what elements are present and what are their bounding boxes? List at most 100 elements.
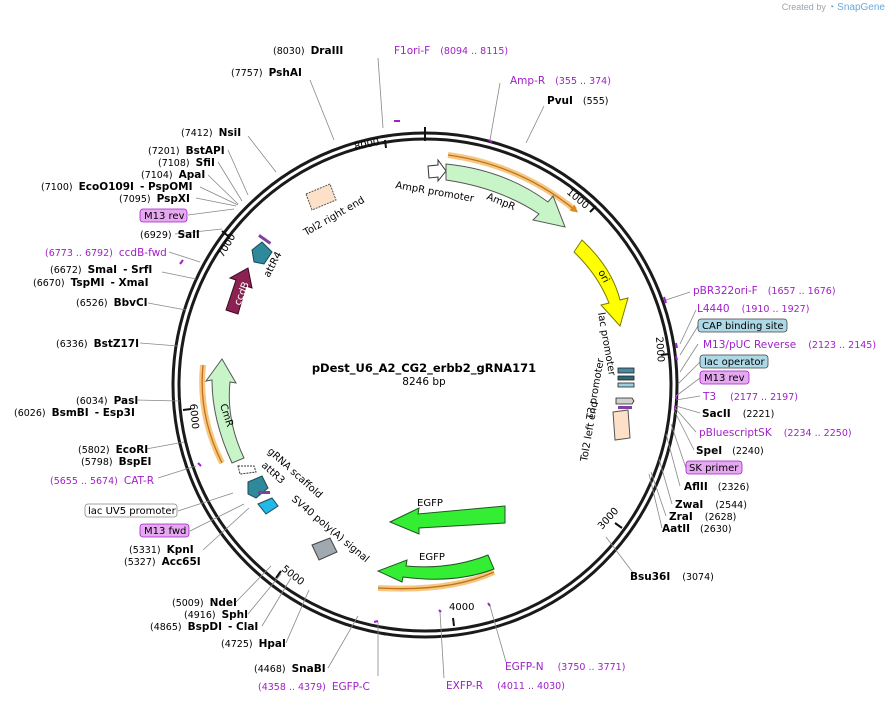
m13-fwd-box[interactable] bbox=[139, 523, 190, 538]
feature-label-ampr-promoter: AmpR promoter bbox=[394, 180, 475, 205]
feature-label-egfp-2: EGFP bbox=[419, 552, 445, 563]
lac-operator-label: lac operator bbox=[704, 357, 765, 368]
primer-site-marks bbox=[179, 120, 678, 623]
site-bspdi[interactable]: (4865)BspDI- ClaI bbox=[150, 621, 258, 633]
primer-exfp-r[interactable]: EXFP-R(4011 .. 4030) bbox=[446, 680, 565, 692]
right-label-column: F1ori-F(8094 .. 8115) Amp-R(355 .. 374) … bbox=[394, 45, 876, 692]
sk-primer-label: SK primer bbox=[689, 463, 739, 474]
feature-lac-operator-mark[interactable] bbox=[617, 367, 635, 374]
site-acc65i[interactable]: (5327)Acc65I bbox=[124, 556, 201, 568]
feature-tol2-right-end[interactable] bbox=[305, 183, 337, 211]
lac-uv5-promoter-label: lac UV5 promoter bbox=[88, 506, 177, 517]
site-sphi[interactable]: (4916)SphI bbox=[184, 609, 248, 621]
site-bsmbi[interactable]: (6026)BsmBI- Esp3I bbox=[14, 407, 135, 419]
site-bsu36i[interactable]: Bsu36I(3074) bbox=[630, 571, 714, 583]
site-pshai[interactable]: (7757)PshAI bbox=[231, 67, 302, 79]
feature-attr3[interactable] bbox=[247, 475, 269, 499]
feature-t3-promoter-mark[interactable] bbox=[615, 397, 635, 405]
feature-cap-site-mark[interactable] bbox=[617, 382, 635, 388]
site-sfii[interactable]: (7108)SfiI bbox=[158, 157, 215, 169]
scale-ticks bbox=[182, 139, 670, 627]
plasmid-name: pDest_U6_A2_CG2_erbb2_gRNA171 bbox=[312, 361, 536, 376]
tick-label-6000: 6000 bbox=[187, 403, 200, 429]
m13-fwd-label: M13 fwd bbox=[144, 526, 186, 537]
lac-operator-box[interactable] bbox=[699, 354, 769, 369]
site-zrai[interactable]: ZraI(2628) bbox=[669, 511, 736, 523]
site-aflii[interactable]: AflII(2326) bbox=[684, 481, 749, 493]
site-sacii[interactable]: SacII(2221) bbox=[702, 408, 774, 420]
site-sali[interactable]: (6929)SalI bbox=[140, 229, 200, 241]
primer-t3[interactable]: T3(2177 .. 2197) bbox=[702, 391, 798, 403]
sk-primer-box[interactable] bbox=[685, 460, 743, 475]
tick-label-2000: 2000 bbox=[653, 336, 666, 362]
feature-ccdb[interactable] bbox=[225, 267, 253, 315]
feature-grna-scaffold[interactable] bbox=[237, 465, 257, 475]
site-bbvci[interactable]: (6526)BbvCI bbox=[76, 297, 148, 309]
m13-rev-box-left[interactable] bbox=[139, 208, 188, 223]
primer-m13-puc-reverse[interactable]: M13/pUC Reverse(2123 .. 2145) bbox=[703, 339, 876, 351]
site-pspxi[interactable]: (7095)PspXI bbox=[119, 193, 190, 205]
cap-binding-site-label: CAP binding site bbox=[702, 321, 784, 332]
feature-tol2-left-end[interactable] bbox=[612, 409, 631, 441]
snapgene-logo: ◔ SnapGene bbox=[828, 2, 885, 13]
primer-pbr322ori-f[interactable]: pBR322ori-F(1657 .. 1676) bbox=[693, 285, 836, 297]
m13-rev-box-right[interactable] bbox=[699, 370, 750, 385]
site-aatii[interactable]: AatII(2630) bbox=[662, 523, 732, 535]
site-kpni[interactable]: (5331)KpnI bbox=[129, 544, 194, 556]
primer-f1ori-f[interactable]: F1ori-F(8094 .. 8115) bbox=[394, 45, 508, 57]
site-bspei[interactable]: (5798)BspEI bbox=[81, 456, 151, 468]
feature-cmr[interactable] bbox=[204, 358, 245, 464]
feature-attr3-cyan[interactable] bbox=[257, 497, 279, 515]
primer-egfp-n[interactable]: EGFP-N(3750 .. 3771) bbox=[505, 661, 625, 673]
site-smai[interactable]: (6672)SmaI- SrfI bbox=[50, 264, 152, 276]
site-snabi[interactable]: (4468)SnaBI bbox=[254, 663, 326, 675]
plasmid-length: 8246 bp bbox=[402, 376, 446, 388]
site-draiii[interactable]: (8030)DraIII bbox=[273, 45, 343, 57]
site-pvui[interactable]: PvuI(555) bbox=[547, 95, 608, 107]
orf-arc-cmr-line bbox=[201, 364, 223, 464]
feature-egfp-1[interactable] bbox=[388, 505, 506, 535]
feature-attr3-primer-mark[interactable] bbox=[258, 491, 270, 494]
orf-arc-egfp-line bbox=[377, 571, 495, 590]
site-bstz17i[interactable]: (6336)BstZ17I bbox=[56, 338, 139, 350]
primer-cat-r[interactable]: (5655 .. 5674)CAT-R bbox=[50, 475, 154, 487]
site-bstapi[interactable]: (7201)BstAPI bbox=[148, 145, 225, 157]
feature-attr4-primer-mark[interactable] bbox=[258, 234, 272, 245]
site-ndei[interactable]: (5009)NdeI bbox=[172, 597, 237, 609]
site-ecori[interactable]: (5802)EcoRI bbox=[78, 444, 148, 456]
primer-ccdb-fwd[interactable]: (6773 .. 6792)ccdB-fwd bbox=[45, 247, 167, 259]
cap-binding-site-box[interactable] bbox=[697, 318, 788, 333]
feature-lac-promoter-mark[interactable] bbox=[617, 375, 635, 381]
feature-egfp-2[interactable] bbox=[376, 554, 495, 583]
feature-primer-mark[interactable] bbox=[618, 406, 632, 409]
m13-rev-label-left: M13 rev bbox=[144, 211, 185, 222]
primer-amp-r[interactable]: Amp-R(355 .. 374) bbox=[510, 75, 611, 87]
site-nsii[interactable]: (7412)NsiI bbox=[181, 127, 241, 139]
feature-sv40-polya[interactable] bbox=[311, 537, 338, 561]
tick-label-4000: 4000 bbox=[449, 602, 474, 613]
created-by-text: Created by bbox=[781, 2, 826, 12]
feature-attr4[interactable] bbox=[251, 241, 273, 265]
site-hpai[interactable]: (4725)HpaI bbox=[221, 638, 286, 650]
feature-label-ori: ori bbox=[595, 268, 611, 285]
primer-l4440[interactable]: L4440(1910 .. 1927) bbox=[697, 303, 809, 315]
tick-label-3000: 3000 bbox=[596, 506, 621, 532]
site-pasi[interactable]: (6034)PasI bbox=[76, 395, 138, 407]
site-spei[interactable]: SpeI(2240) bbox=[696, 445, 764, 457]
site-ecoo109i[interactable]: (7100)EcoO109I- PspOMI bbox=[41, 181, 193, 193]
snapgene-watermark: Created by ◔ SnapGene bbox=[782, 2, 885, 13]
leader-lines bbox=[135, 57, 701, 679]
left-label-column: (8030)DraIII (7757)PshAI (7412)NsiI (720… bbox=[14, 45, 370, 693]
site-apai[interactable]: (7104)ApaI bbox=[141, 169, 205, 181]
feature-ampr[interactable] bbox=[445, 163, 566, 228]
primer-pbluescriptsk[interactable]: pBluescriptSK(2234 .. 2250) bbox=[699, 427, 852, 439]
feature-ampr-promoter[interactable] bbox=[427, 158, 447, 183]
primer-egfp-c[interactable]: (4358 .. 4379)EGFP-C bbox=[258, 681, 370, 693]
site-zwai[interactable]: ZwaI(2544) bbox=[675, 499, 747, 511]
orf-arc-ampr-line bbox=[447, 154, 579, 213]
feature-ori[interactable] bbox=[573, 239, 629, 328]
site-tspmi[interactable]: (6670)TspMI- XmaI bbox=[33, 277, 149, 289]
m13-rev-label-right: M13 rev bbox=[704, 373, 745, 384]
lac-uv5-promoter-box[interactable] bbox=[84, 503, 178, 518]
